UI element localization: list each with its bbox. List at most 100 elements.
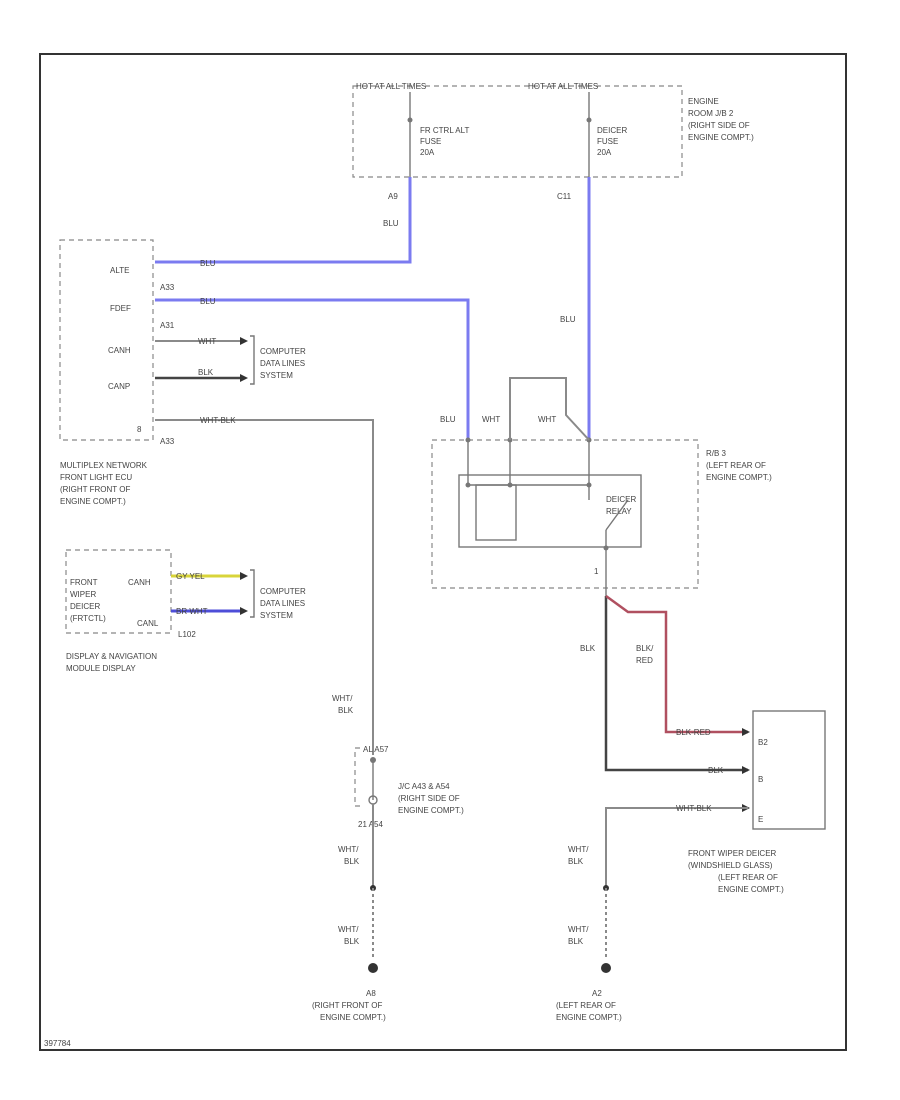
wire-canl-label: BLK — [198, 368, 214, 377]
wire-wht-blk-r2-2: BLK — [568, 937, 584, 946]
wire-blu-alte-label: BLU — [200, 259, 216, 268]
wire-blk-red-label-2: RED — [636, 656, 653, 665]
deicer-arrow-b — [742, 766, 750, 774]
wire-wht-blk-label: WHT-BLK — [200, 416, 236, 425]
wire-blk-red-inline: BLK-RED — [676, 728, 711, 737]
relay-node-4 — [603, 545, 609, 551]
ground-a8-3: ENGINE COMPT.) — [320, 1013, 386, 1022]
diagram-frame — [39, 53, 847, 1051]
wire-canh-label: WHT — [198, 337, 216, 346]
display-inner-1: FRONT — [70, 578, 98, 587]
wire-wht-relay-label: WHT — [482, 415, 500, 424]
wire-blu-relay-label: BLU — [560, 315, 576, 324]
ground-a8-1: A8 — [366, 989, 376, 998]
deicer-arrow-b2 — [742, 728, 750, 736]
wire-wht-blk-gnd2-2: BLK — [344, 857, 360, 866]
ground-a2-icon — [601, 963, 611, 973]
wire-blu-fdef — [155, 298, 470, 440]
deicer-name-4: ENGINE COMPT.) — [718, 885, 784, 894]
relay-node-3 — [586, 482, 592, 488]
wire-wht-blk-r1-2: BLK — [568, 857, 584, 866]
display-name-2: MODULE DISPLAY — [66, 664, 136, 673]
jc-pins-bot: 21 A54 — [358, 820, 383, 829]
ground-a2-1: A2 — [592, 989, 602, 998]
wire-blk-deicer — [604, 596, 748, 772]
fuse2-label-2: FUSE — [597, 137, 618, 146]
ground-a2-2: (LEFT REAR OF — [556, 1001, 616, 1010]
wire-blu-alte — [155, 177, 412, 264]
display-inner-3: DEICER — [70, 602, 100, 611]
relay-coil-top — [467, 440, 511, 486]
display-name-1: DISPLAY & NAVIGATION — [66, 652, 157, 661]
can-label-1: COMPUTER — [260, 347, 306, 356]
wire-wht-blk-gnd3-2: BLK — [344, 937, 360, 946]
fuse1-label-3: 20A — [420, 148, 435, 157]
deicer-relay-box — [458, 474, 642, 548]
wire-wht-blk-r2-1: WHT/ — [568, 925, 589, 934]
deicer-name-1: FRONT WIPER DEICER — [688, 849, 777, 858]
rb3-name-1: R/B 3 — [706, 449, 727, 458]
canl-arrow — [240, 374, 248, 382]
relay-switch — [605, 499, 629, 531]
wire-wht-loop — [509, 377, 590, 441]
front-wiper-deicer-box — [752, 710, 826, 830]
fuse2-label-3: 20A — [597, 148, 612, 157]
hot-at-all-times-right: HOT AT ALL TIMES — [528, 82, 598, 91]
wire-blk-red-deicer — [605, 594, 748, 734]
display-module-box — [65, 549, 172, 634]
can2-label-3: SYSTEM — [260, 611, 293, 620]
wire-blu-b-label: BLU — [440, 415, 456, 424]
deicer-pin-e: E — [758, 815, 763, 824]
wire-wht-blk-gnd2-1: WHT/ — [338, 845, 359, 854]
rb3-name-2: (LEFT REAR OF — [706, 461, 766, 470]
deicer-pin-b: B — [758, 775, 763, 784]
wire-blk-red-label-1: BLK/ — [636, 644, 654, 653]
wire-gy-yel-label: GY YEL — [176, 572, 205, 581]
wire-wht-blk-gnd-2: BLK — [338, 706, 354, 715]
jb2-name-2: ROOM J/B 2 — [688, 109, 734, 118]
relay-node-2 — [507, 482, 513, 488]
wire-br-wht-label: BR WHT — [176, 607, 208, 616]
wire-wht-blk-deicer — [605, 807, 748, 888]
wire-wht-blk-ecu — [155, 419, 374, 755]
rb3-box — [431, 439, 699, 589]
can2-label-2: DATA LINES — [260, 599, 305, 608]
display-pin-canl: CANL — [137, 619, 159, 628]
can-label-2: DATA LINES — [260, 359, 305, 368]
jb2-name-1: ENGINE — [688, 97, 719, 106]
br-arrow — [240, 607, 248, 615]
display-inner-4: (FRTCTL) — [70, 614, 106, 623]
ground-a8-2: (RIGHT FRONT OF — [312, 1001, 382, 1010]
deicer-pin-b2: B2 — [758, 738, 768, 747]
wire-wht-blk-gnd3-1: WHT/ — [338, 925, 359, 934]
engine-room-jb2-box — [352, 85, 683, 178]
fusebox-pin-a9: A9 — [388, 192, 398, 201]
ecu-pin-bottom-id: A33 — [160, 437, 175, 446]
canh-arrow — [240, 337, 248, 345]
display-pin-id: L102 — [178, 630, 196, 639]
rb3-pin-1 — [465, 437, 471, 443]
can-bracket-1 — [250, 335, 255, 385]
relay-pin: 1 — [594, 567, 599, 576]
deicer-name-2: (WINDSHIELD GLASS) — [688, 861, 773, 870]
ecu-pin-fdef: FDEF — [110, 304, 131, 313]
wire-blu-fdef-label: BLU — [200, 297, 216, 306]
ecu-pin-id-a33: A33 — [160, 283, 175, 292]
jb2-name-3: (RIGHT SIDE OF — [688, 121, 750, 130]
wire-blk-label: BLK — [580, 644, 596, 653]
relay-name-1: DEICER — [606, 495, 636, 504]
gy-arrow — [240, 572, 248, 580]
can2-label-1: COMPUTER — [260, 587, 306, 596]
ecu-name-1: MULTIPLEX NETWORK — [60, 461, 148, 470]
ecu-name-4: ENGINE COMPT.) — [60, 497, 126, 506]
fuse1-top-node — [407, 117, 413, 123]
jc-name-2: (RIGHT SIDE OF — [398, 794, 460, 803]
wire-blu-a-label: BLU — [383, 219, 399, 228]
jc-name-3: ENGINE COMPT.) — [398, 806, 464, 815]
can-bracket-2 — [250, 569, 255, 618]
ecu-pin-alte: ALTE — [110, 266, 129, 275]
ecu-pin-canh: CANH — [108, 346, 131, 355]
fuse1-label-2: FUSE — [420, 137, 441, 146]
fuse2-top-node — [586, 117, 592, 123]
